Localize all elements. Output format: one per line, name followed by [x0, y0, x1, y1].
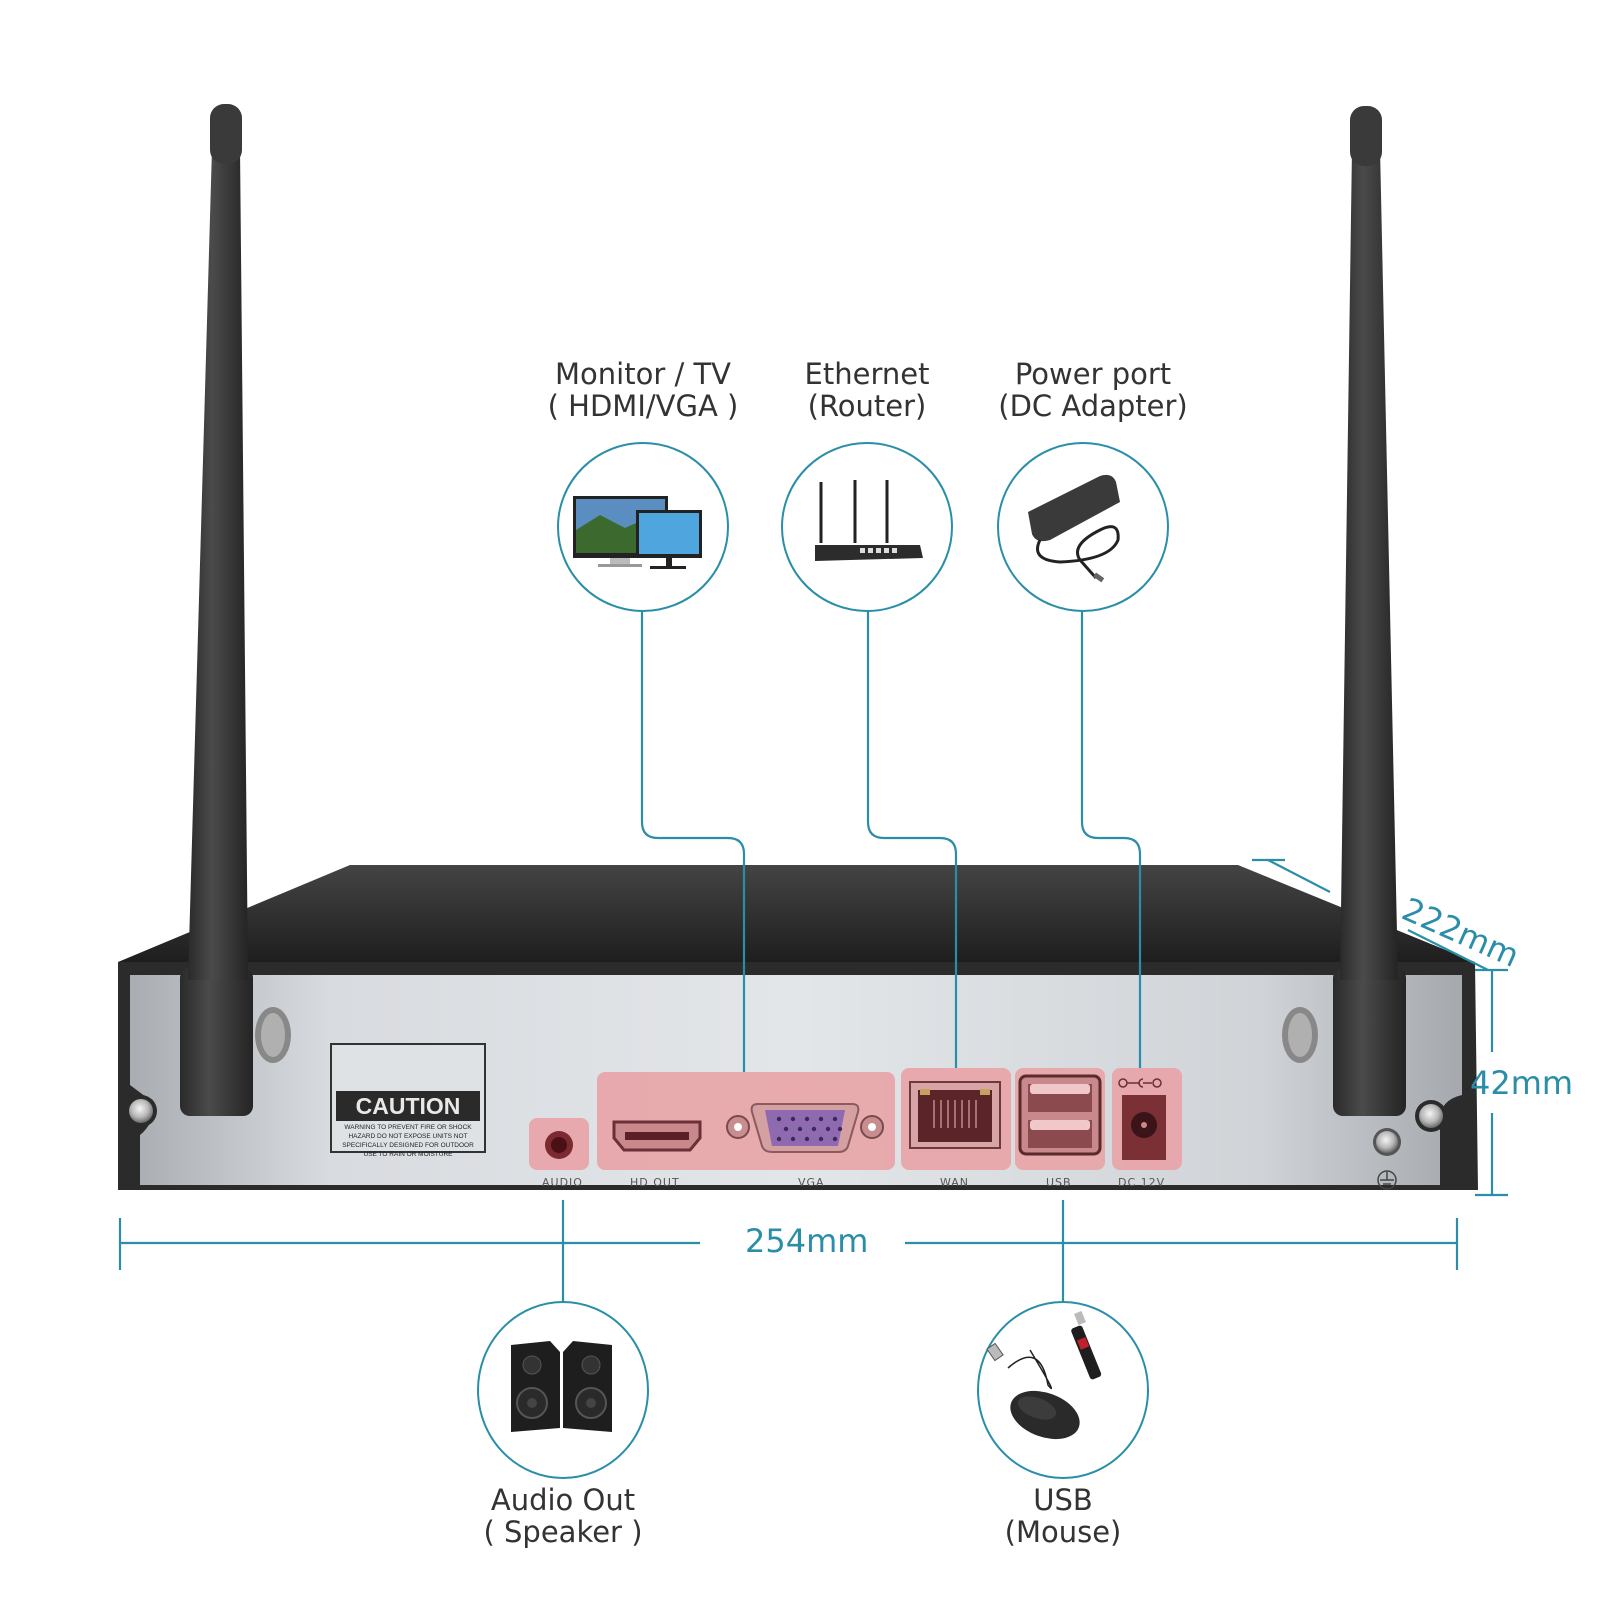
callout-label-line1: Audio Out: [490, 1483, 636, 1517]
mouse-icon: [986, 1342, 1080, 1440]
speaker-icon: [511, 1341, 612, 1432]
caution-label: CAUTION WARNING TO PREVENT FIRE OR SHOCK…: [330, 1043, 486, 1158]
usb-flash-drive-icon: [1071, 1310, 1102, 1380]
callout-label-line1: USB: [1033, 1483, 1093, 1517]
caution-title: CAUTION: [336, 1091, 480, 1121]
callout-label-ethernet: Ethernet (Router): [757, 358, 977, 422]
port-label-vga: VGA: [798, 1176, 825, 1189]
antenna-left: [180, 104, 291, 1116]
ground-symbol-icon: [1377, 1170, 1397, 1190]
monitor-icon: [573, 496, 702, 569]
callout-label-power: Power port (DC Adapter): [973, 358, 1213, 422]
port-label-dc: DC 12V: [1118, 1176, 1166, 1189]
callout-label-line2: (Mouse): [1004, 1515, 1122, 1549]
audio-port: [545, 1131, 573, 1159]
callout-label-line2: ( HDMI/VGA ): [547, 389, 739, 423]
wan-port: [909, 1081, 1001, 1149]
leader-line-ethernet: [866, 610, 958, 1068]
dimension-height-label: 42mm: [1470, 1064, 1574, 1102]
vga-port: [726, 1103, 884, 1153]
screw: [125, 1095, 157, 1127]
port-label-wan: WAN: [940, 1176, 970, 1189]
port-label-audio: AUDIO: [542, 1176, 583, 1189]
callout-label-line1: Ethernet: [804, 357, 930, 391]
callout-circle-ethernet: [781, 442, 953, 612]
dimension-width-label: 254mm: [745, 1222, 869, 1260]
screw: [1415, 1100, 1447, 1132]
screw: [1373, 1128, 1401, 1156]
port-label-hdmi: HD OUT: [630, 1176, 680, 1189]
dimension-lines: [118, 858, 1508, 1270]
leader-lines: [561, 610, 1142, 1302]
callout-circle-usb: [977, 1301, 1149, 1479]
callout-label-line1: Monitor / TV: [555, 357, 731, 391]
callout-circle-power: [997, 442, 1169, 612]
dc-power-port: [1118, 1078, 1166, 1160]
caution-text: WARNING TO PREVENT FIRE OR SHOCK HAZARD …: [342, 1124, 474, 1158]
antenna-right: [1282, 106, 1406, 1116]
depth-dimension-line: [1267, 859, 1331, 893]
hdmi-port: [612, 1120, 702, 1152]
device-top-surface: [118, 865, 1475, 962]
callout-label-line1: Power port: [1014, 357, 1172, 391]
leader-line-monitor: [640, 610, 746, 1072]
leader-line-power: [1080, 610, 1142, 1068]
callout-label-line2: (DC Adapter): [998, 389, 1188, 423]
usb-port: [1018, 1074, 1102, 1156]
callout-label-monitor: Monitor / TV ( HDMI/VGA ): [533, 358, 753, 422]
callout-label-line2: ( Speaker ): [483, 1515, 643, 1549]
port-label-usb: USB: [1046, 1176, 1072, 1189]
power-adapter-icon: [1028, 474, 1120, 583]
callout-label-line2: (Router): [807, 389, 927, 423]
callout-label-usb: USB (Mouse): [953, 1484, 1173, 1548]
router-icon: [815, 480, 923, 561]
callout-label-audio: Audio Out ( Speaker ): [453, 1484, 673, 1548]
